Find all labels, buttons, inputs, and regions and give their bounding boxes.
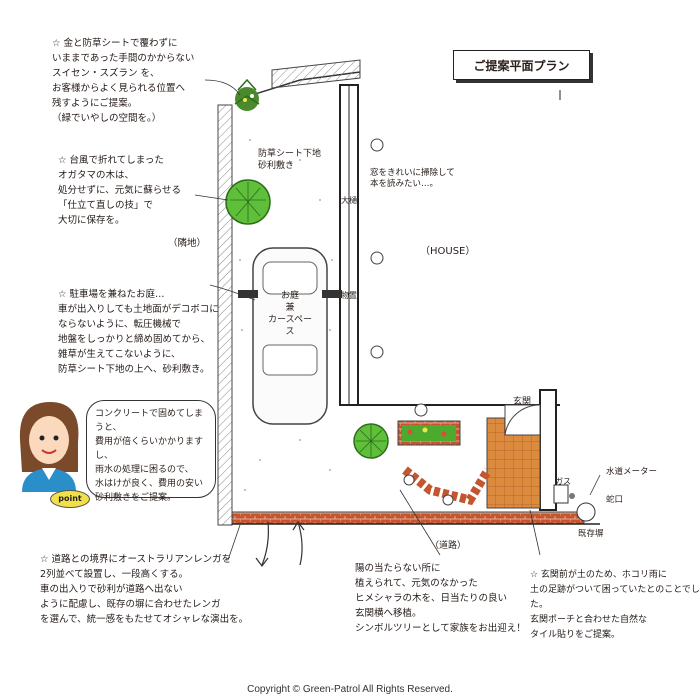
label-house: （HOUSE） — [420, 246, 476, 257]
ogatama-tree — [225, 179, 271, 225]
label-existing-wall: 既存塀 — [578, 529, 604, 539]
road-brick-edge — [231, 511, 600, 525]
himeshara-tree — [353, 423, 389, 459]
note-daffodil: ☆ 金と防草シートで覆わずに いままであった手間のかからない スイセン・スズラン… — [52, 38, 195, 124]
house-windows — [370, 138, 428, 417]
drive-arrows — [255, 520, 305, 567]
label-road: （道路） — [430, 541, 467, 551]
stepping-path — [402, 466, 492, 506]
label-gravel: 防草シート下地 砂利敷き — [258, 149, 322, 171]
advisor-speech-bubble: コンクリートで固めてしまうと、 費用が倍くらいかかりますし、 雨水の処理に困るの… — [86, 400, 216, 503]
label-entrance: 玄関 — [513, 397, 532, 407]
advisor-character — [19, 402, 79, 492]
label-shed: 物置 — [341, 291, 357, 300]
label-water-tap: 蛇口 — [606, 495, 624, 505]
house-walls — [339, 84, 561, 511]
label-water-meter: 水道メーター — [606, 467, 658, 477]
daffodil-planting — [234, 78, 260, 111]
note-himeshara: 陽の当たらない所に 植えられて、元気のなかった ヒメシャラの木を、日当たりの良い… — [355, 563, 526, 634]
note-entrance-tile: ☆ 玄関前が土のため、ホコリ雨に 土の足跡がついて困っていたとのことでした。 玄… — [530, 570, 700, 640]
copyright-text: Copyright © Green-Patrol All Rights Rese… — [247, 684, 453, 695]
flower-bed — [397, 420, 461, 446]
utilities — [553, 484, 596, 522]
label-garden-carspace: お庭 兼 カースペース — [268, 291, 312, 337]
annotation-leaders — [194, 79, 601, 561]
label-rain-gutter: 大樋 — [341, 196, 357, 205]
note-road-edge: ☆ 道路との境界にオーストラリアンレンガを 2列並べて設置し、一段高くする。 車… — [40, 554, 249, 625]
label-gas: ガス — [555, 477, 571, 486]
point-badge: point — [50, 490, 90, 508]
entrance-tile — [486, 404, 541, 509]
car — [238, 247, 342, 425]
note-typhoon-tree: ☆ 台風で折れてしまった オガタマの木は、 処分せずに、元気に蘇らせる 「仕立て… — [58, 155, 182, 226]
note-parking-garden: ☆ 駐車場を兼ねたお庭… 車が出入りしても土地面がデコボコに ならないように、転… — [58, 289, 219, 375]
plan-title: ご提案平面プラン — [453, 50, 590, 80]
label-neighbor-lot: （隣地） — [168, 238, 207, 249]
note-window-wish: 窓をきれいに掃除して 本を読みたい…。 — [370, 168, 455, 189]
